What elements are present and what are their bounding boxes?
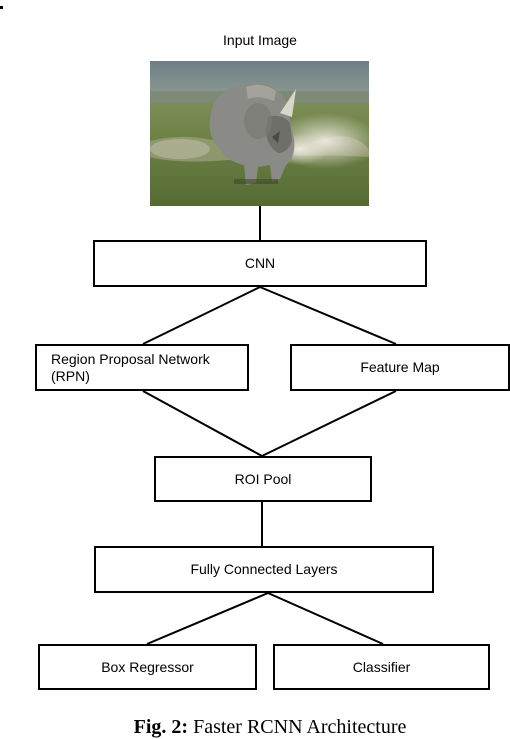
edge-fc-box: [146, 592, 269, 645]
feature-map-node: Feature Map: [290, 344, 510, 391]
edge-rpn-roi: [142, 390, 263, 457]
rhinoceros-photo: [150, 61, 369, 206]
box-regressor-label: Box Regressor: [101, 658, 194, 675]
input-image-label: Input Image: [223, 32, 297, 48]
roi-pool-node: ROI Pool: [154, 456, 372, 502]
rpn-label: Region Proposal Network (RPN): [51, 351, 210, 384]
fully-connected-node: Fully Connected Layers: [94, 546, 434, 593]
edge-featuremap-roi: [261, 390, 397, 457]
figure-number: Fig. 2:: [133, 716, 189, 738]
cnn-label: CNN: [244, 255, 276, 272]
classifier-label: Classifier: [352, 658, 411, 675]
rpn-node: Region Proposal Network (RPN): [35, 344, 249, 391]
classifier-node: Classifier: [273, 644, 490, 690]
feature-map-label: Feature Map: [360, 359, 440, 376]
roi-pool-label: ROI Pool: [234, 470, 292, 487]
edge-fc-classifier: [267, 592, 384, 645]
cnn-node: CNN: [93, 240, 427, 287]
edge-cnn-rpn: [142, 286, 261, 345]
edge-cnn-featuremap: [259, 286, 397, 345]
fully-connected-label: Fully Connected Layers: [190, 561, 338, 578]
figure-caption-text: Faster RCNN Architecture: [193, 716, 407, 738]
box-regressor-node: Box Regressor: [38, 644, 257, 690]
stray-mark: [0, 6, 3, 9]
figure-caption: Fig. 2: Faster RCNN Architecture: [0, 716, 510, 739]
